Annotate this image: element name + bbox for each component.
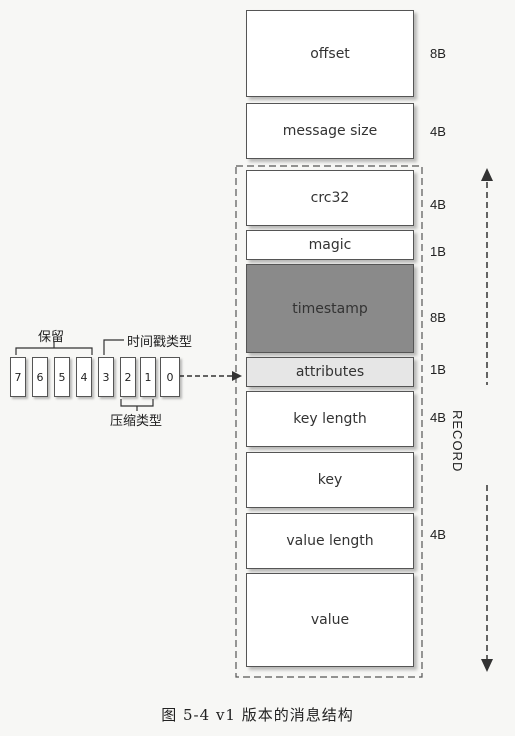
reserved-bracket [15, 347, 93, 355]
bit-2: 2 [120, 357, 136, 397]
size-message-size: 4B [430, 124, 446, 139]
record-label: RECORD [450, 410, 465, 473]
field-value-length: value length [246, 513, 414, 569]
size-key-length: 4B [430, 410, 446, 425]
record-arrow-down-head [481, 659, 493, 672]
field-timestamp: timestamp [246, 264, 414, 353]
compression-bracket [120, 399, 154, 407]
bit-3: 3 [98, 357, 114, 397]
field-offset: offset [246, 10, 414, 97]
bit-4: 4 [76, 357, 92, 397]
size-magic: 1B [430, 244, 446, 259]
size-value-length: 4B [430, 527, 446, 542]
field-value: value [246, 573, 414, 667]
field-attributes: attributes [246, 357, 414, 387]
field-magic: magic [246, 230, 414, 260]
size-offset: 8B [430, 46, 446, 61]
compression-type-label: 压缩类型 [110, 414, 163, 429]
size-crc32: 4B [430, 197, 446, 212]
record-group-box [235, 165, 423, 678]
field-key-length: key length [246, 391, 414, 447]
bit-6: 6 [32, 357, 48, 397]
bit-1: 1 [140, 357, 156, 397]
size-attributes: 1B [430, 362, 446, 377]
size-timestamp: 8B [430, 310, 446, 325]
attributes-arrow-right-head [232, 371, 242, 381]
field-crc32: crc32 [246, 170, 414, 226]
reserved-label: 保留 [38, 330, 65, 345]
bit-7: 7 [10, 357, 26, 397]
timestamp-type-label: 时间戳类型 [127, 335, 193, 350]
bit-0: 0 [160, 357, 180, 397]
timestamp-type-bracket [103, 339, 124, 355]
bit-5: 5 [54, 357, 70, 397]
record-arrow-up-head [481, 168, 493, 181]
field-message-size: message size [246, 103, 414, 159]
field-key: key [246, 452, 414, 508]
figure-caption: 图 5-4 v1 版本的消息结构 [161, 706, 354, 724]
